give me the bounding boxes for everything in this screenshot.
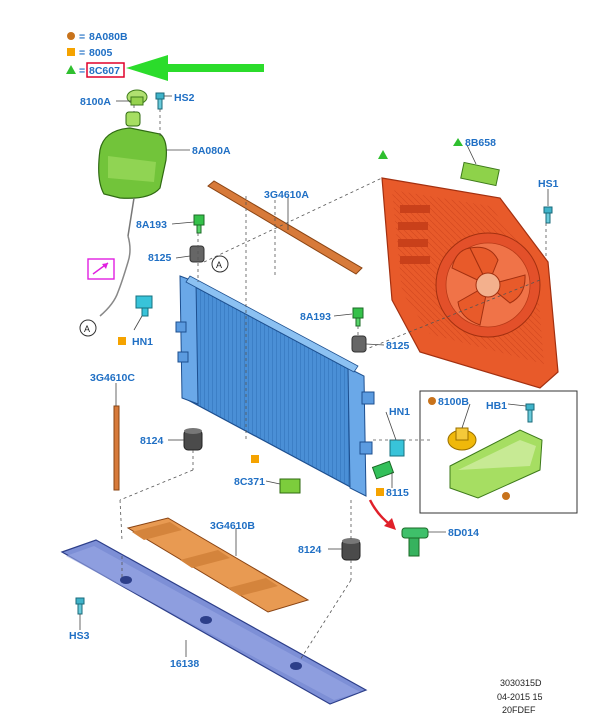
bracket-hn1-right: [389, 439, 405, 457]
legend-circle-symbol: [67, 32, 75, 40]
shroud-triangle-marker: [378, 150, 388, 159]
square-marker-8115: [376, 488, 384, 496]
hose-clip-8A193-mid: [352, 307, 364, 327]
label-8b658-triangle: [453, 138, 463, 146]
expansion-tank: [98, 111, 167, 237]
label-hn1-left: HN1: [132, 336, 153, 348]
legend-triangle-symbol: [66, 65, 76, 74]
label-hb1: HB1: [486, 400, 507, 412]
screw-hs2: [155, 92, 165, 110]
label-8a193-top: 8A193: [136, 219, 167, 231]
label-8c371: 8C371: [234, 476, 265, 488]
bracket-8b658: [460, 161, 500, 187]
label-8d014: 8D014: [448, 527, 479, 539]
label-hs1: HS1: [538, 178, 559, 190]
label-hs2: HS2: [174, 92, 195, 104]
square-marker-8124: [251, 455, 259, 463]
label-8125-top: 8125: [148, 252, 172, 264]
drawing-footer: 3030315D 04-2015 15 20FDEF: [497, 678, 543, 713]
label-8124-left: 8124: [140, 435, 164, 447]
legend-prefix: =: [79, 47, 85, 59]
label-3g4610a: 3G4610A: [264, 189, 309, 201]
inset-box: [419, 390, 578, 514]
label-8a080a: 8A080A: [192, 145, 231, 157]
footer-line-2: 04-2015 15: [497, 692, 543, 702]
label-3g4610b: 3G4610B: [210, 520, 255, 532]
sensor-8115: [371, 460, 395, 480]
bracket-8c371: [279, 478, 301, 494]
callout-a-upper-text: A: [216, 260, 222, 270]
hose-route-callout: [87, 258, 115, 280]
label-16138: 16138: [170, 658, 199, 670]
legend-prefix: =: [79, 31, 85, 43]
inset-circle-marker: [428, 397, 436, 405]
label-hs3: HS3: [69, 630, 90, 642]
grommet-8125-top: [189, 245, 205, 263]
footer-line-1: 3030315D: [500, 678, 542, 688]
crossmember: [60, 539, 368, 705]
mount-8124-right: [341, 538, 361, 561]
legend-code-square: 8005: [89, 47, 113, 59]
highlight-arrow-icon: [126, 55, 264, 81]
label-8100a: 8100A: [80, 96, 111, 108]
tank-cap: [126, 89, 148, 106]
legend-highlight-box: [86, 62, 125, 78]
deflector-side-3g4610c: [113, 405, 120, 491]
radiator-core: [175, 275, 375, 497]
fan-shroud: [378, 150, 559, 389]
mount-8124-left: [183, 428, 203, 451]
inset-circle-marker-2: [502, 492, 510, 500]
legend-code-triangle: 8C607: [89, 65, 120, 77]
screw-hs3: [75, 597, 85, 615]
callout-a-lower-text: A: [84, 324, 90, 334]
drain-8d014: [401, 527, 429, 557]
deflector-upper: [207, 180, 363, 275]
label-8a193-mid: 8A193: [300, 311, 331, 323]
footer-line-3: 20FDEF: [502, 705, 536, 713]
callout-a-lower: A: [79, 319, 97, 337]
label-8125-right: 8125: [386, 340, 410, 352]
label-8100b: 8100B: [438, 396, 469, 408]
legend-square-symbol: [67, 48, 75, 56]
leader-lines: [79, 95, 549, 657]
bracket-hn1-left: [135, 295, 153, 317]
label-8b658: 8B658: [465, 137, 496, 149]
grommet-8125-right: [351, 335, 367, 353]
hose-clip-8A193-top: [193, 214, 205, 234]
red-arrowhead-icon: [384, 518, 396, 530]
label-8115: 8115: [386, 487, 409, 499]
part-labels: 8100A HS2 8A080A 3G4610A 8B658 HS1 8A193…: [69, 92, 559, 670]
label-8124-right: 8124: [298, 544, 322, 556]
overflow-hose: [99, 235, 131, 317]
square-marker-hn1: [118, 337, 126, 345]
legend: = 8A080B = 8005 = 8C607: [66, 31, 264, 81]
screw-hs1: [543, 206, 553, 224]
deflector-lower: [126, 517, 310, 613]
dashed-assembly-lines: [119, 105, 547, 661]
legend-prefix: =: [79, 65, 85, 77]
label-hn1-right: HN1: [389, 406, 410, 418]
legend-code-circle: 8A080B: [89, 31, 128, 43]
label-3g4610c: 3G4610C: [90, 372, 135, 384]
callout-a-upper: A: [211, 255, 229, 273]
